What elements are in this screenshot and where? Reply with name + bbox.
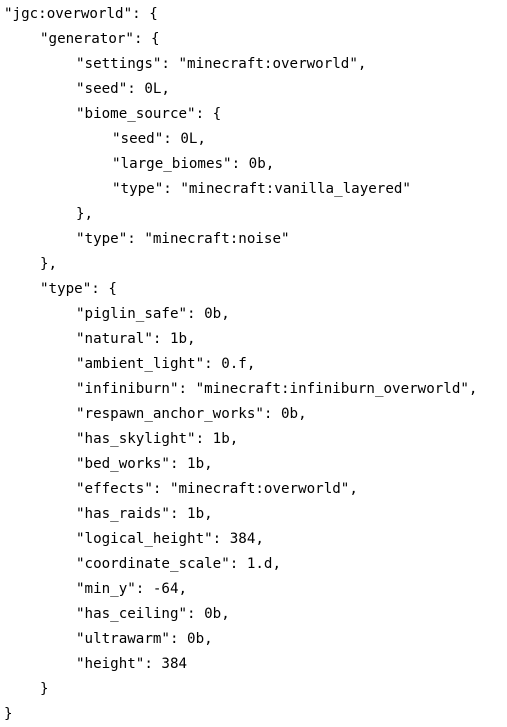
code-line: "ultrawarm": 0b, <box>76 631 213 647</box>
code-line: "generator": { <box>40 31 160 47</box>
code-line: "seed": 0L, <box>112 131 206 147</box>
code-line: }, <box>76 206 94 222</box>
code-line: }, <box>40 256 58 272</box>
code-line: "logical_height": 384, <box>76 531 264 547</box>
code-line: "coordinate_scale": 1.d, <box>76 556 281 572</box>
code-line: "type": "minecraft:noise" <box>76 231 290 247</box>
code-line: "type": { <box>40 281 117 297</box>
code-line: "piglin_safe": 0b, <box>76 306 230 322</box>
code-line: "settings": "minecraft:overworld", <box>76 56 367 72</box>
code-line: "min_y": -64, <box>76 581 188 597</box>
code-line: "biome_source": { <box>76 106 222 122</box>
code-line: "jgc:overworld": { <box>4 6 158 22</box>
code-line: "has_skylight": 1b, <box>76 431 239 447</box>
code-line: "ambient_light": 0.f, <box>76 356 256 372</box>
code-line: "large_biomes": 0b, <box>112 156 275 172</box>
code-line: "seed": 0L, <box>76 81 170 97</box>
code-line: "natural": 1b, <box>76 331 196 347</box>
code-line: "effects": "minecraft:overworld", <box>76 481 358 497</box>
code-line: } <box>4 706 13 722</box>
code-block: "jgc:overworld": { "generator": { "setting… <box>4 2 504 727</box>
code-line: "respawn_anchor_works": 0b, <box>76 406 307 422</box>
code-line: "type": "minecraft:vanilla_layered" <box>112 181 411 197</box>
code-line: "height": 384 <box>76 656 188 672</box>
code-line: "infiniburn": "minecraft:infiniburn_over… <box>76 381 478 397</box>
code-line: "bed_works": 1b, <box>76 456 213 472</box>
code-line: } <box>40 681 49 697</box>
code-line: "has_ceiling": 0b, <box>76 606 230 622</box>
code-line: "has_raids": 1b, <box>76 506 213 522</box>
